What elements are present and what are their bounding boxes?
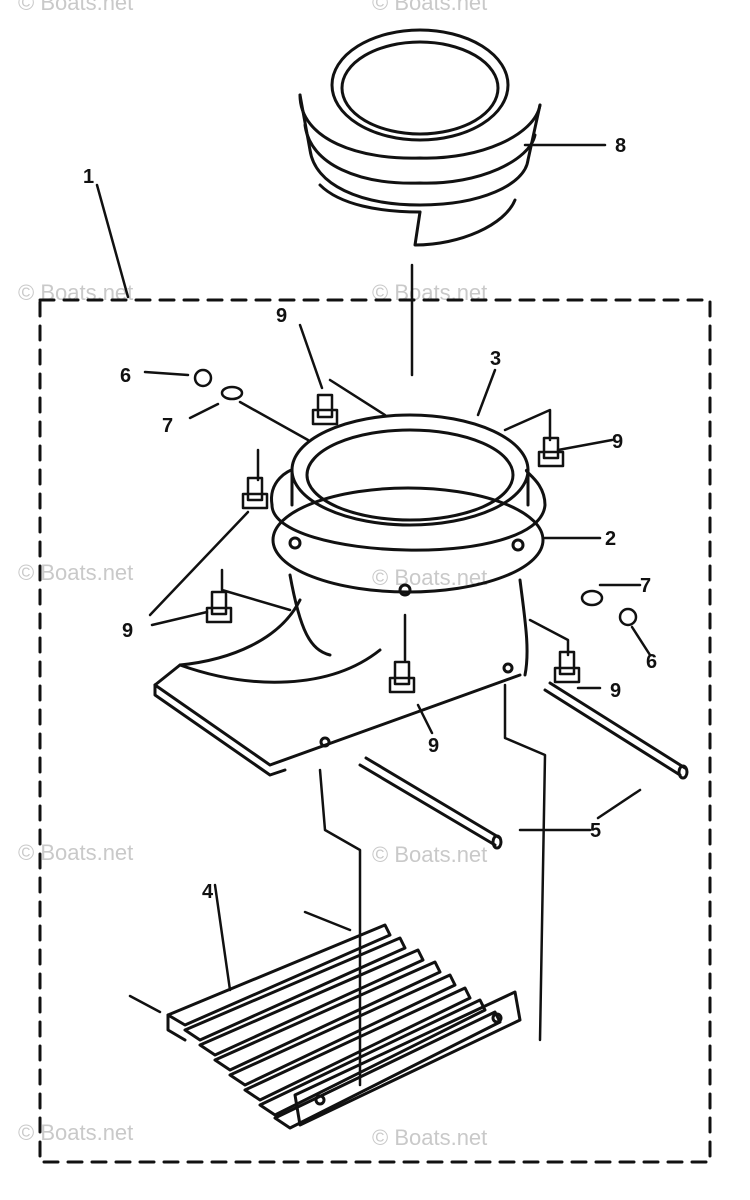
screw [618, 607, 638, 627]
callout-6: 6 [646, 651, 657, 673]
bolt [537, 436, 565, 468]
part-8-sleeve [298, 28, 542, 247]
part-3-ring [290, 413, 530, 527]
callout-9: 9 [612, 431, 623, 453]
callout-6: 6 [120, 365, 131, 387]
callout-numbers: 1 8 9 3 6 7 9 2 7 9 6 9 9 5 4 [83, 135, 657, 903]
part-6-7-hardware [193, 368, 638, 627]
bolt [553, 650, 581, 684]
watermark: © Boats.net [18, 560, 133, 585]
part-4-grate [166, 923, 522, 1130]
bolt [241, 476, 269, 510]
screw [193, 368, 213, 388]
callout-9: 9 [428, 735, 439, 757]
callout-3: 3 [490, 348, 501, 370]
watermark: © Boats.net [18, 1120, 133, 1145]
callout-1: 1 [83, 166, 94, 188]
assembly-boundary [38, 298, 712, 1164]
washer [580, 589, 604, 607]
watermark: © Boats.net [18, 0, 133, 15]
washer [220, 385, 244, 401]
bolt [205, 590, 233, 624]
callout-4: 4 [202, 881, 214, 903]
callout-2: 2 [605, 528, 616, 550]
leader-lines [95, 143, 652, 1087]
watermark: © Boats.net [372, 1125, 487, 1150]
callout-9: 9 [122, 620, 133, 642]
bolt [388, 660, 416, 694]
callout-9: 9 [276, 305, 287, 327]
callout-8: 8 [615, 135, 626, 157]
part-2-housing [153, 468, 547, 777]
callout-9: 9 [610, 680, 621, 702]
bolt [311, 393, 339, 426]
part-9-bolts [205, 393, 581, 694]
watermark: © Boats.net [372, 0, 487, 15]
callout-5: 5 [590, 820, 601, 842]
part-5-pins [358, 681, 689, 850]
callout-7: 7 [640, 575, 651, 597]
watermark: © Boats.net [18, 840, 133, 865]
callout-7: 7 [162, 415, 173, 437]
watermark: © Boats.net [372, 842, 487, 867]
